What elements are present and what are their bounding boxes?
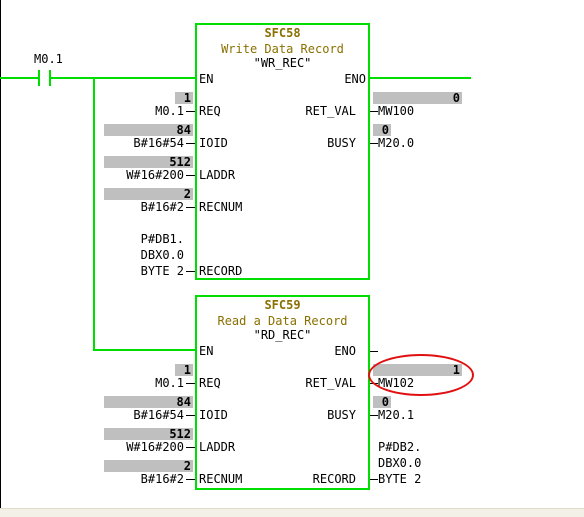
sfc58-laddr-status: 512 [104, 155, 193, 169]
sfc58-block[interactable] [195, 23, 370, 280]
sfc58-title: SFC58 [264, 26, 301, 40]
sfc58-ioid-operand[interactable]: B#16#54 [133, 136, 184, 150]
sfc58-record-operand-line2[interactable]: DBX0.0 [140, 248, 184, 262]
sfc59-subtitle: Read a Data Record [217, 314, 348, 328]
sfc59-busy-stub [370, 415, 378, 416]
editor-bottom-strip [0, 508, 584, 517]
sfc59-req-operand[interactable]: M0.1 [155, 376, 184, 390]
sfc58-ret-val-status: 0 [373, 91, 462, 105]
sfc58-eno-wire [369, 77, 471, 79]
left-power-rail [0, 0, 1, 508]
sfc59-pin-recnum: RECNUM [199, 472, 243, 486]
sfc59-busy-status: 0 [373, 395, 391, 409]
contact-left-bar[interactable] [38, 70, 40, 86]
sfc59-pin-eno: ENO [334, 344, 356, 358]
contact-right-bar[interactable] [49, 70, 51, 86]
sfc59-req-stub [186, 383, 195, 384]
sfc58-laddr-stub [186, 175, 195, 176]
sfc58-req-operand[interactable]: M0.1 [155, 104, 184, 118]
sfc58-record-stub [186, 271, 195, 272]
sfc59-pin-req: REQ [199, 376, 221, 390]
sfc58-ret-val-stub [370, 111, 378, 112]
sfc58-req-stub [186, 111, 195, 112]
contact-label[interactable]: M0.1 [34, 52, 63, 66]
sfc58-busy-stub [370, 143, 378, 144]
sfc59-recnum-status: 2 [104, 459, 193, 473]
sfc58-pin-record: RECORD [199, 264, 243, 278]
sfc59-pin-ioid: IOID [199, 408, 228, 422]
sfc59-ioid-operand[interactable]: B#16#54 [133, 408, 184, 422]
sfc59-laddr-stub [186, 447, 195, 448]
sfc59-record-operand-line3[interactable]: BYTE 2 [378, 472, 422, 486]
sfc59-eno-stub [370, 351, 378, 352]
sfc59-ioid-stub [186, 415, 195, 416]
sfc58-recnum-stub [186, 207, 195, 208]
sfc59-instance: "RD_REC" [253, 328, 312, 342]
sfc58-pin-busy: BUSY [327, 136, 356, 150]
sfc58-pin-ioid: IOID [199, 136, 228, 150]
sfc58-req-status: 1 [175, 91, 193, 105]
sfc58-ioid-status: 84 [104, 123, 193, 137]
sfc58-busy-status: 0 [373, 123, 391, 137]
sfc59-req-status: 1 [175, 363, 193, 377]
sfc59-pin-en: EN [199, 344, 214, 358]
sfc59-record-operand-line1[interactable]: P#DB2. [378, 440, 422, 454]
ret-val-highlight-ellipse [368, 354, 474, 396]
sfc59-laddr-status: 512 [104, 427, 193, 441]
sfc59-title: SFC59 [264, 298, 301, 312]
branch-wire-to-sfc59 [93, 349, 196, 351]
rung-wire-to-sfc58 [51, 77, 196, 79]
sfc59-pin-laddr: LADDR [199, 440, 236, 454]
sfc58-pin-en: EN [199, 72, 214, 86]
sfc59-recnum-stub [186, 479, 195, 480]
sfc58-recnum-operand[interactable]: B#16#2 [140, 200, 184, 214]
sfc59-record-stub [370, 479, 378, 480]
sfc58-record-operand-line1[interactable]: P#DB1. [140, 232, 184, 246]
sfc59-block[interactable] [195, 295, 370, 490]
sfc59-record-operand-line2[interactable]: DBX0.0 [378, 456, 422, 470]
sfc58-recnum-status: 2 [104, 187, 193, 201]
sfc58-pin-laddr: LADDR [199, 168, 236, 182]
sfc58-subtitle: Write Data Record [221, 42, 344, 56]
sfc59-busy-operand[interactable]: M20.1 [378, 408, 415, 422]
sfc59-pin-busy: BUSY [327, 408, 356, 422]
branch-vertical-wire [93, 77, 95, 351]
sfc58-pin-req: REQ [199, 104, 221, 118]
sfc59-laddr-operand[interactable]: W#16#200 [126, 440, 184, 454]
sfc59-pin-ret-val: RET_VAL [305, 376, 356, 390]
sfc58-ret-val-operand[interactable]: MW100 [378, 104, 415, 118]
sfc58-busy-operand[interactable]: M20.0 [378, 136, 415, 150]
sfc59-pin-record: RECORD [312, 472, 356, 486]
sfc59-recnum-operand[interactable]: B#16#2 [140, 472, 184, 486]
sfc58-record-operand-line3[interactable]: BYTE 2 [140, 264, 184, 278]
sfc58-pin-ret-val: RET_VAL [305, 104, 356, 118]
sfc58-instance: "WR_REC" [253, 56, 312, 70]
sfc58-pin-recnum: RECNUM [199, 200, 243, 214]
sfc58-pin-eno: ENO [344, 72, 366, 86]
sfc58-ioid-stub [186, 143, 195, 144]
sfc58-laddr-operand[interactable]: W#16#200 [126, 168, 184, 182]
rung-wire-left [0, 77, 38, 79]
sfc59-ioid-status: 84 [104, 395, 193, 409]
